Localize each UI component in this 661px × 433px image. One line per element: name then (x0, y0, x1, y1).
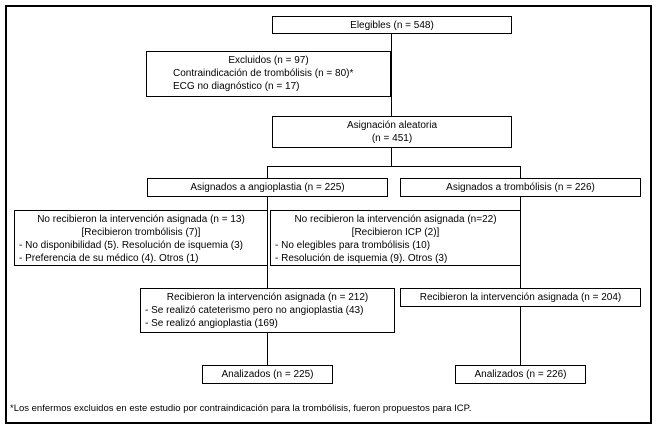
randomization-count: (n = 451) (371, 133, 413, 144)
connector-thrombolysis-to-analyzed (520, 307, 521, 365)
angioplasty-deviation-reason-1: - No disponibilidad (5). Resolución de i… (19, 240, 243, 251)
connector-randomization-to-split (391, 148, 392, 166)
randomization-title: Asignación aleatoria (346, 120, 438, 131)
thrombolysis-deviation-reason-2: - Resolución de isquemia (9). Otros (3) (275, 253, 448, 264)
thrombolysis-deviation-crossover: [Recibieron ICP (2)] (351, 227, 440, 238)
diagram-border (5, 5, 652, 424)
connector-split-to-angioplasty (267, 166, 268, 178)
excluded-count: Excluidos (n = 97) (228, 55, 309, 66)
thrombolysis-received-label: Recibieron la intervención asignada (n =… (419, 292, 622, 303)
angioplasty-deviation-count: No recibieron la intervención asignada (… (37, 214, 245, 225)
randomization-box: Asignación aleatoria (n = 451) (272, 116, 512, 148)
thrombolysis-arm-label: Asignados a trombólisis (n = 226) (446, 182, 595, 193)
angioplasty-received-box: Recibieron la intervención asignada (n =… (140, 288, 395, 333)
angioplasty-analyzed-box: Analizados (n = 225) (202, 365, 333, 384)
thrombolysis-analyzed-label: Analizados (n = 226) (474, 369, 567, 380)
eligibles-box: Elegibles (n = 548) (272, 16, 512, 34)
thrombolysis-deviation-reason-1: - No elegibles para trombólisis (10) (275, 240, 431, 251)
eligibles-label: Elegibles (n = 548) (350, 19, 434, 31)
excluded-reason-1: Contraindicación de trombólisis (n = 80)… (173, 68, 354, 79)
excluded-reason-2: ECG no diagnóstico (n = 17) (173, 81, 300, 92)
angioplasty-received-detail-2: - Se realizó angioplastia (169) (145, 318, 278, 329)
angioplasty-arm-box: Asignados a angioplastia (n = 225) (147, 178, 388, 197)
connector-angioplasty-to-analyzed (267, 333, 268, 365)
connector-split-to-thrombolysis (520, 166, 521, 178)
connector-split-horizontal (267, 166, 521, 167)
thrombolysis-analyzed-box: Analizados (n = 226) (455, 365, 586, 384)
angioplasty-received-detail-1: - Se realizó cateterismo pero no angiopl… (145, 305, 364, 316)
angioplasty-analyzed-label: Analizados (n = 225) (221, 369, 314, 380)
footnote: *Los enfermos excluidos en este estudio … (10, 403, 472, 414)
thrombolysis-received-box: Recibieron la intervención asignada (n =… (400, 288, 641, 307)
angioplasty-received-count: Recibieron la intervención asignada (n =… (166, 292, 369, 303)
angioplasty-arm-label: Asignados a angioplastia (n = 225) (190, 182, 345, 193)
thrombolysis-deviation-count: No recibieron la intervención asignada (… (294, 214, 497, 225)
angioplasty-deviation-crossover: [Recibieron trombólisis (7)] (81, 227, 201, 238)
angioplasty-deviation-reason-2: - Preferencia de su médico (4). Otros (1… (19, 253, 199, 264)
angioplasty-deviation-box: No recibieron la intervención asignada (… (14, 210, 268, 266)
thrombolysis-arm-box: Asignados a trombólisis (n = 226) (400, 178, 641, 197)
excluded-box: Excluidos (n = 97) Contraindicación de t… (146, 51, 391, 97)
connector-eligibles-to-randomization (391, 34, 392, 116)
thrombolysis-deviation-box: No recibieron la intervención asignada (… (270, 210, 521, 266)
